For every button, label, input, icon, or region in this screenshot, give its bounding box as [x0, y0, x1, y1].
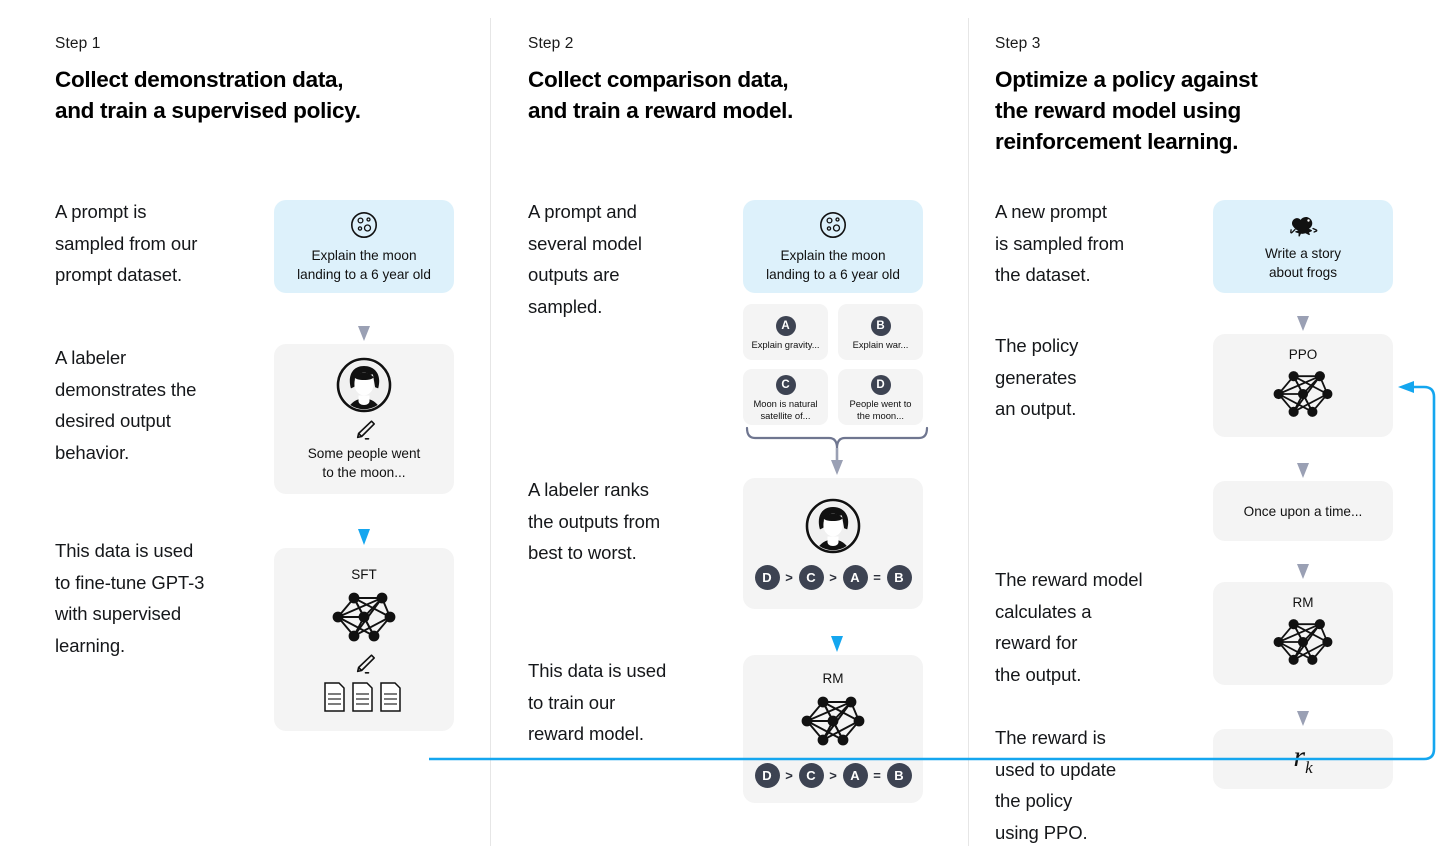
step-3-paragraph-4: The reward is used to update the policy … — [995, 727, 1117, 843]
neural-network-icon — [1265, 364, 1341, 424]
step-3-prompt-caption: Write a story about frogs — [1264, 245, 1342, 280]
step-1-paragraph-1: A prompt is sampled from our prompt data… — [55, 201, 198, 285]
step-1-paragraph-3: This data is used to fine-tune GPT-3 wit… — [55, 540, 205, 656]
step-2-label: Step 2 — [528, 35, 574, 52]
step-2-paragraph-3: This data is used to train our reward mo… — [528, 660, 667, 744]
option-card-a[interactable]: A Explain gravity... — [743, 304, 828, 360]
step-3-ppo-title: PPO — [1288, 347, 1318, 362]
moon-icon — [818, 210, 848, 240]
moon-icon — [349, 210, 379, 240]
rank-badge-a: A — [842, 564, 868, 590]
rank-operator-1: > — [785, 767, 793, 783]
option-badge-c: C — [775, 375, 796, 395]
step-3-paragraph-2: The policy generates an output. — [995, 335, 1079, 419]
step-1-column: Step 1 Collect demonstration data, and t… — [0, 0, 490, 864]
step-2-ranking-row: D > C > A = B — [754, 564, 912, 590]
step-3-paragraph-3: The reward model calculates a reward for… — [995, 569, 1143, 685]
step-3-label: Step 3 — [995, 35, 1041, 52]
step-2-column: Step 2 Collect comparison data, and trai… — [490, 0, 968, 864]
step-1-paragraph-2: A labeler demonstrates the desired outpu… — [55, 347, 197, 463]
rank-operator-3: = — [873, 767, 881, 783]
step-2-title: Collect comparison data, and train a rew… — [528, 67, 794, 123]
option-text-b: Explain war... — [852, 338, 909, 350]
step-1-prompt-caption: Explain the moon landing to a 6 year old — [297, 247, 431, 282]
rank-operator-2: > — [829, 767, 837, 783]
step-1-sft-title: SFT — [351, 566, 377, 582]
option-text-c: Moon is natural satellite of... — [753, 398, 818, 421]
step-3-title: Optimize a policy against the reward mod… — [995, 67, 1258, 154]
step-2-rm-box[interactable]: RM — [743, 655, 923, 803]
reward-formula: rk — [1293, 740, 1313, 777]
step-3-rm-box[interactable]: RM — [1213, 582, 1393, 685]
option-card-d[interactable]: D People went to the moon... — [838, 369, 923, 425]
step-3-rm-title: RM — [1292, 595, 1314, 610]
step-3-column: Step 3 Optimize a policy against the rew… — [968, 0, 1456, 864]
step-3-prompt-box[interactable]: Write a story about frogs — [1213, 200, 1393, 293]
rank-badge-b: B — [886, 564, 912, 590]
rank-operator-3: = — [873, 569, 881, 585]
option-badge-b: B — [870, 315, 891, 336]
step-1-label: Step 1 — [55, 35, 101, 52]
labeler-avatar-icon — [336, 357, 392, 413]
option-card-c[interactable]: C Moon is natural satellite of... — [743, 369, 828, 425]
rank-operator-1: > — [785, 569, 793, 585]
step-2-rm-title: RM — [822, 670, 844, 686]
rank-badge-c: C — [798, 762, 824, 788]
step-2-paragraph-1: A prompt and several model outputs are s… — [528, 201, 642, 317]
step-1-labeler-caption: Some people went to the moon... — [307, 445, 421, 480]
step-1-sft-box[interactable]: SFT — [274, 548, 454, 731]
option-card-b[interactable]: B Explain war... — [838, 304, 923, 360]
rank-badge-d: D — [754, 762, 780, 788]
neural-network-icon — [324, 585, 404, 649]
option-text-a: Explain gravity... — [751, 338, 820, 350]
step-3-output-caption: Once upon a time... — [1243, 503, 1363, 519]
rank-badge-a: A — [842, 762, 868, 788]
option-text-d: People went to the moon... — [849, 398, 912, 421]
labeler-avatar-icon — [805, 498, 861, 554]
option-badge-a: A — [775, 315, 796, 336]
documents-icon — [322, 681, 406, 713]
option-badge-d: D — [870, 375, 891, 395]
step-2-rm-ranking-row: D > C > A = B — [754, 762, 912, 788]
step-3-reward-box[interactable]: rk — [1213, 729, 1393, 789]
pencil-icon — [351, 653, 377, 675]
rank-badge-d: D — [754, 564, 780, 590]
step-2-paragraph-2: A labeler ranks the outputs from best to… — [528, 479, 661, 563]
neural-network-icon — [1265, 612, 1341, 672]
step-1-title: Collect demonstration data, and train a … — [55, 67, 361, 123]
step-3-output-box[interactable]: Once upon a time... — [1213, 481, 1393, 541]
step-1-labeler-box[interactable]: Some people went to the moon... — [274, 344, 454, 494]
step-3-paragraph-1: A new prompt is sampled from the dataset… — [995, 201, 1125, 285]
step-1-prompt-box[interactable]: Explain the moon landing to a 6 year old — [274, 200, 454, 293]
rank-badge-c: C — [798, 564, 824, 590]
rank-operator-2: > — [829, 569, 837, 585]
pencil-icon — [351, 419, 377, 441]
rank-badge-b: B — [886, 762, 912, 788]
step-2-prompt-caption: Explain the moon landing to a 6 year old — [766, 247, 900, 282]
step-2-ranking-box[interactable]: D > C > A = B — [743, 478, 923, 609]
neural-network-icon — [793, 689, 873, 753]
frog-icon — [1286, 212, 1320, 238]
step-2-prompt-box[interactable]: Explain the moon landing to a 6 year old — [743, 200, 923, 293]
step-3-ppo-box[interactable]: PPO — [1213, 334, 1393, 437]
